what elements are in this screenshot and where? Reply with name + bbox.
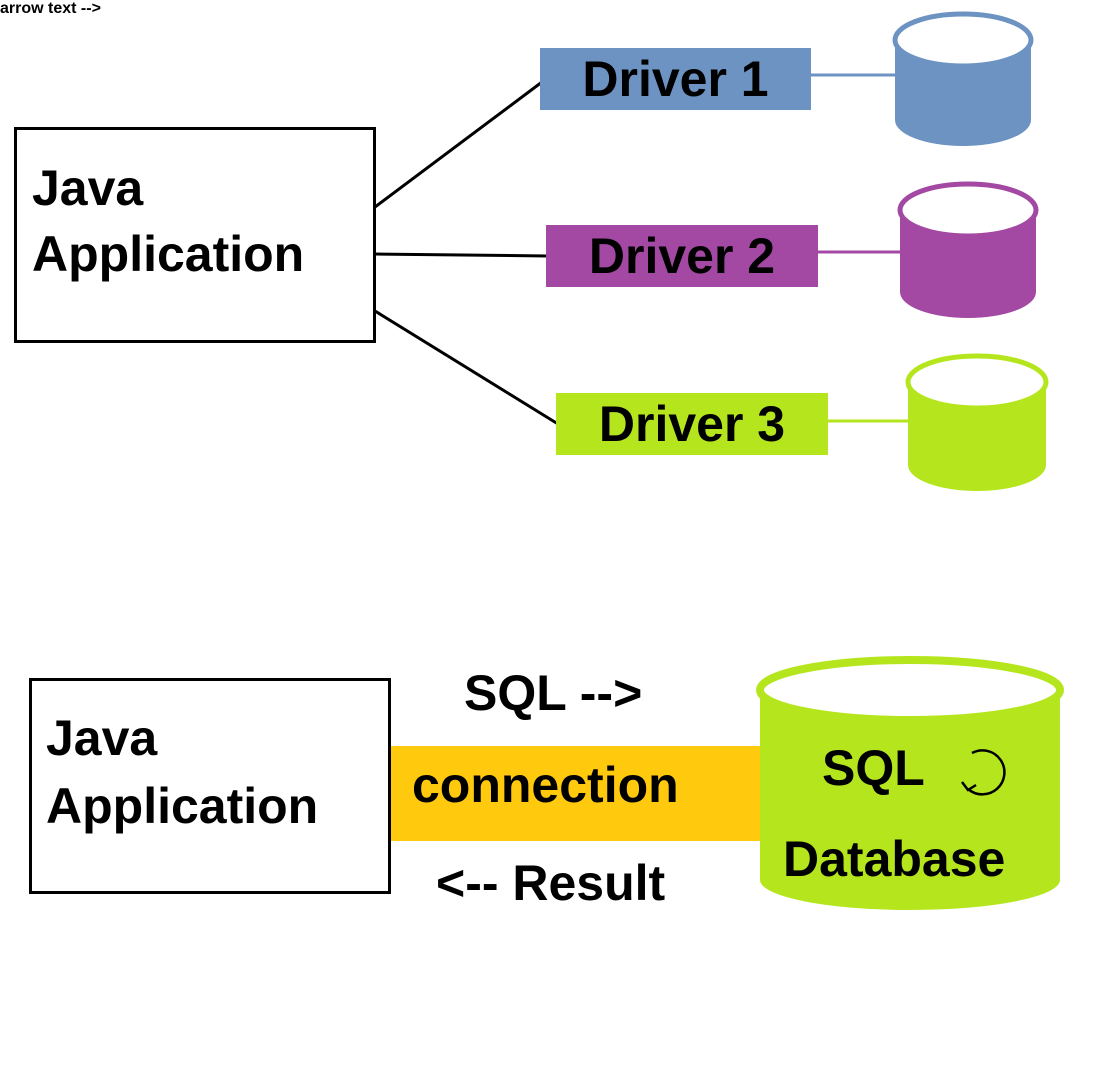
java-application-box-bottom (29, 678, 391, 894)
database-label-line2: Database (783, 831, 1006, 887)
database-cylinder-1 (892, 11, 1034, 146)
sql-request-arrow-label: SQL --> (464, 665, 643, 721)
refresh-icon (961, 749, 1006, 796)
connection-label: connection (412, 757, 679, 813)
driver-2-label: Driver 2 (546, 225, 818, 287)
driver-3-label: Driver 3 (556, 393, 828, 455)
sql-database-cylinder (756, 656, 1064, 910)
result-arrow-label: <-- Result (436, 855, 666, 911)
database-cylinder-3 (905, 353, 1049, 491)
java-application-label-bottom-line2: Application (46, 778, 319, 834)
connector-app-driver2 (374, 252, 549, 258)
database-label-line1: SQL (822, 740, 925, 796)
java-application-box-top (14, 127, 376, 343)
driver-1-label: Driver 1 (540, 48, 811, 110)
java-application-label-top-line2: Application (32, 226, 305, 282)
connector-app-driver3 (374, 309, 559, 426)
java-application-label-top-line1: Java (32, 160, 144, 216)
java-application-label-bottom-line1: Java (46, 710, 158, 766)
database-cylinder-2 (897, 181, 1039, 318)
connection-bar (390, 746, 762, 841)
connector-app-driver1 (374, 80, 543, 209)
